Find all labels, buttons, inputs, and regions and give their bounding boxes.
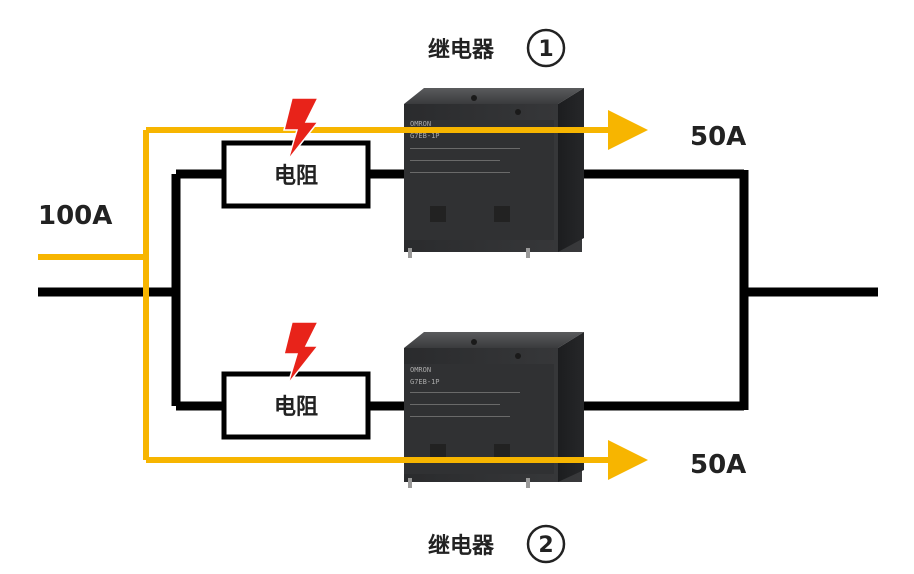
relay-1-title: 继电器 1 bbox=[428, 28, 566, 68]
resistor-2: 电阻 bbox=[221, 371, 371, 440]
resistor-2-label: 电阻 bbox=[274, 395, 318, 420]
relay-1-number: 1 bbox=[538, 37, 553, 62]
relay-2-brand: OMRON bbox=[410, 366, 431, 374]
input-current-label: 100A bbox=[38, 201, 112, 231]
circled-number-2 bbox=[526, 524, 566, 564]
current-flow-path bbox=[38, 127, 610, 463]
lightning-bolt-icon bbox=[283, 321, 320, 385]
circled-number-1 bbox=[526, 28, 566, 68]
resistor-1-label: 电阻 bbox=[274, 164, 318, 189]
relay-2-number: 2 bbox=[538, 533, 553, 558]
resistor-1: 电阻 bbox=[221, 140, 371, 209]
relay-1-brand: OMRON bbox=[410, 120, 431, 128]
relay-1-name: 继电器 bbox=[428, 37, 495, 63]
output-current-2-label: 50A bbox=[690, 450, 746, 480]
relay-1-image: OMRON G7EB-1P bbox=[404, 88, 584, 258]
arrow-right-icon bbox=[608, 440, 648, 480]
output-current-1-label: 50A bbox=[690, 122, 746, 152]
lightning-bolt-icon bbox=[283, 97, 320, 161]
relay-1-spec: G7EB-1P bbox=[410, 132, 440, 140]
relay-2-title: 继电器 2 bbox=[428, 524, 566, 564]
relay-2-spec: G7EB-1P bbox=[410, 378, 440, 386]
relay-2-image: OMRON G7EB-1P bbox=[404, 332, 584, 488]
relay-2-name: 继电器 bbox=[428, 533, 495, 559]
circuit-wires bbox=[38, 169, 878, 411]
arrow-right-icon bbox=[608, 110, 648, 150]
